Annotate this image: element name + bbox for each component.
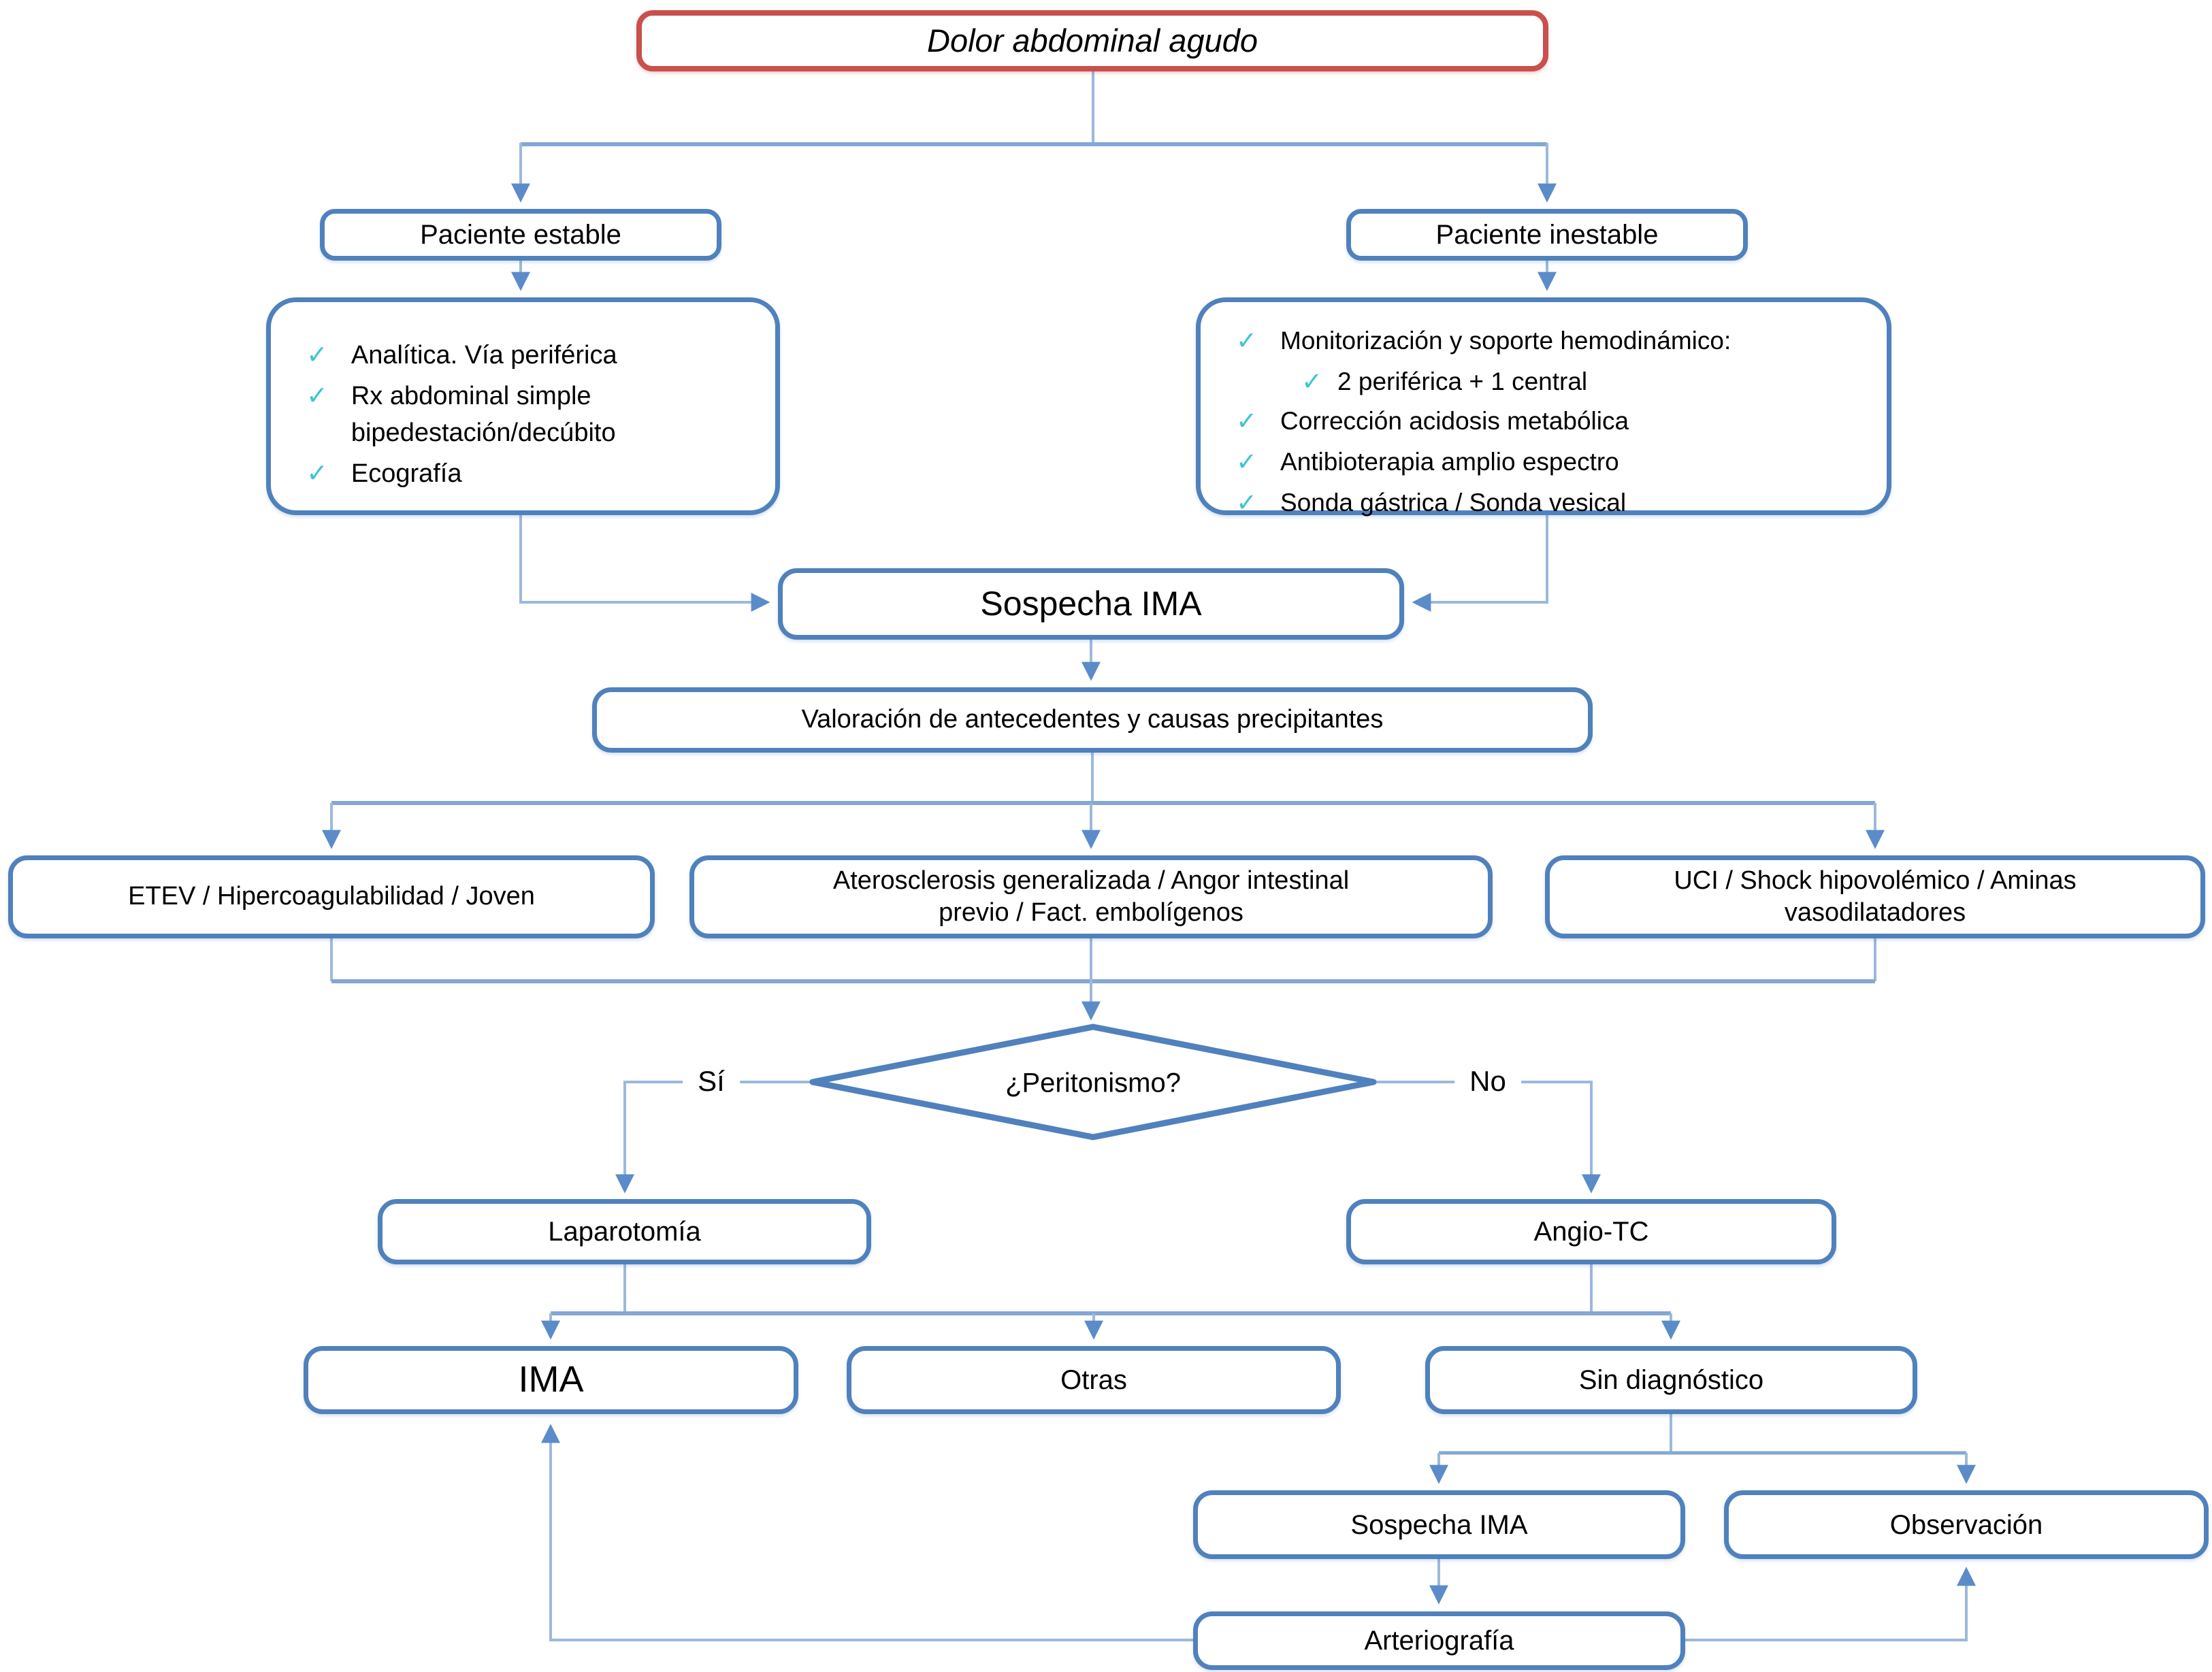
- checklist-item: ✓ Corrección acidosis metabólica: [1236, 403, 1859, 440]
- node-otras-label: Otras: [1060, 1365, 1127, 1395]
- node-paciente-estable-label: Paciente estable: [420, 220, 621, 250]
- check-icon: ✓: [1236, 327, 1258, 355]
- node-sospecha-ima-2: Sospecha IMA: [1193, 1490, 1685, 1559]
- node-sin-diagnostico: Sin diagnóstico: [1425, 1346, 1917, 1414]
- edge-title-split: [511, 71, 1557, 203]
- check-icon: ✓: [1236, 489, 1258, 517]
- check-icon: ✓: [306, 381, 328, 410]
- node-rama-aterosclerosis: Aterosclerosis generalizada / Angor inte…: [689, 855, 1493, 938]
- node-paciente-estable: Paciente estable: [320, 209, 721, 261]
- node-rama-aterosclerosis-line1: Aterosclerosis generalizada / Angor inte…: [832, 866, 1350, 895]
- checklist-item-label: Analítica. Vía periférica: [351, 341, 617, 370]
- node-valoracion-label: Valoración de antecedentes y causas prec…: [801, 705, 1384, 734]
- node-rama-uci: UCI / Shock hipovolémico / Aminas vasodi…: [1545, 855, 2205, 938]
- edge-arteriografia-observacion: [1685, 1567, 1976, 1641]
- checklist-item-label: 2 periférica + 1 central: [1337, 367, 1588, 396]
- panel-inestable-checklist: ✓ Monitorización y soporte hemodinámico:…: [1196, 297, 1891, 517]
- checklist-item-label: Corrección acidosis metabólica: [1280, 407, 1629, 436]
- edge-merge-sospecha: [519, 515, 1548, 612]
- checklist-item: ✓ Rx abdominal simple bipedestación/decú…: [306, 378, 748, 452]
- node-ima: IMA: [304, 1346, 798, 1414]
- check-icon: ✓: [1301, 367, 1323, 396]
- node-otras: Otras: [847, 1346, 1341, 1414]
- checklist-item-label: Monitorización y soporte hemodinámico:: [1280, 327, 1731, 355]
- node-sin-diagnostico-label: Sin diagnóstico: [1578, 1365, 1764, 1395]
- check-icon: ✓: [1236, 407, 1258, 436]
- edge-si-laparotomia: [615, 1081, 813, 1194]
- edge-sindiag-split: [1429, 1414, 1976, 1484]
- edge-label-si: Sí: [683, 1065, 740, 1098]
- checklist-item-label: Sonda gástrica / Sonda vesical: [1280, 489, 1627, 517]
- node-sospecha-ima-2-label: Sospecha IMA: [1350, 1509, 1528, 1540]
- checklist-item: ✓ Antibioterapia amplio espectro: [1236, 444, 1859, 480]
- check-icon: ✓: [1236, 448, 1258, 476]
- node-arteriografia: Arteriografía: [1193, 1611, 1685, 1670]
- node-sospecha-ima: Sospecha IMA: [778, 568, 1404, 640]
- edge-arteriografia-ima: [541, 1424, 1193, 1641]
- edge-valoracion-branches: [322, 753, 1885, 849]
- node-paciente-inestable-label: Paciente inestable: [1435, 220, 1659, 250]
- node-laparotomia: Laparotomía: [378, 1199, 871, 1264]
- node-rama-etev: ETEV / Hipercoagulabilidad / Joven: [8, 855, 655, 938]
- node-paciente-inestable: Paciente inestable: [1346, 209, 1748, 261]
- node-rama-aterosclerosis-line2: previo / Fact. embolígenos: [939, 898, 1243, 927]
- node-laparotomia-label: Laparotomía: [548, 1217, 701, 1247]
- decision-peritonismo-label: ¿Peritonismo?: [1005, 1068, 1181, 1098]
- node-observacion-label: Observación: [1889, 1509, 2043, 1540]
- check-icon: ✓: [306, 459, 328, 488]
- edge-no-angiotc: [1373, 1081, 1601, 1194]
- node-dolor-abdominal-agudo-label: Dolor abdominal agudo: [927, 22, 1258, 59]
- edge-results-row: [541, 1264, 1680, 1340]
- node-rama-uci-line2: vasodilatadores: [1784, 898, 1966, 927]
- checklist-item-label: Antibioterapia amplio espectro: [1280, 448, 1619, 476]
- edge-label-no: No: [1454, 1065, 1521, 1098]
- node-sospecha-ima-label: Sospecha IMA: [980, 585, 1202, 623]
- node-ima-label: IMA: [518, 1359, 584, 1400]
- node-valoracion: Valoración de antecedentes y causas prec…: [592, 687, 1593, 753]
- checklist-item-label: Rx abdominal simple: [351, 381, 591, 410]
- node-rama-uci-line1: UCI / Shock hipovolémico / Aminas: [1674, 866, 2077, 895]
- checklist-item: ✓ Sonda gástrica / Sonda vesical: [1236, 485, 1859, 521]
- node-rama-etev-label: ETEV / Hipercoagulabilidad / Joven: [128, 882, 535, 911]
- node-angio-tc-label: Angio-TC: [1533, 1217, 1649, 1247]
- edge-branches-diamond: [330, 938, 1876, 1021]
- node-arteriografia-label: Arteriografía: [1364, 1626, 1514, 1656]
- checklist-item: ✓ Analítica. Vía periférica: [306, 338, 748, 374]
- panel-estable-checklist: ✓ Analítica. Vía periférica ✓ Rx abdomin…: [266, 297, 780, 515]
- decision-diamond: [809, 1023, 1377, 1141]
- check-icon: ✓: [306, 341, 328, 370]
- checklist-item-label: bipedestación/decúbito: [351, 418, 616, 447]
- node-observacion: Observación: [1724, 1490, 2209, 1559]
- checklist-item: ✓ Monitorización y soporte hemodinámico:: [1236, 323, 1859, 359]
- node-dolor-abdominal-agudo: Dolor abdominal agudo: [636, 10, 1548, 71]
- checklist-item-label: Ecografía: [351, 459, 462, 488]
- checklist-subitem: ✓ 2 periférica + 1 central: [1301, 363, 1859, 400]
- edge-patients-to-checklists: [511, 261, 1557, 291]
- checklist-item: ✓ Ecografía: [306, 456, 748, 493]
- node-angio-tc: Angio-TC: [1346, 1199, 1836, 1264]
